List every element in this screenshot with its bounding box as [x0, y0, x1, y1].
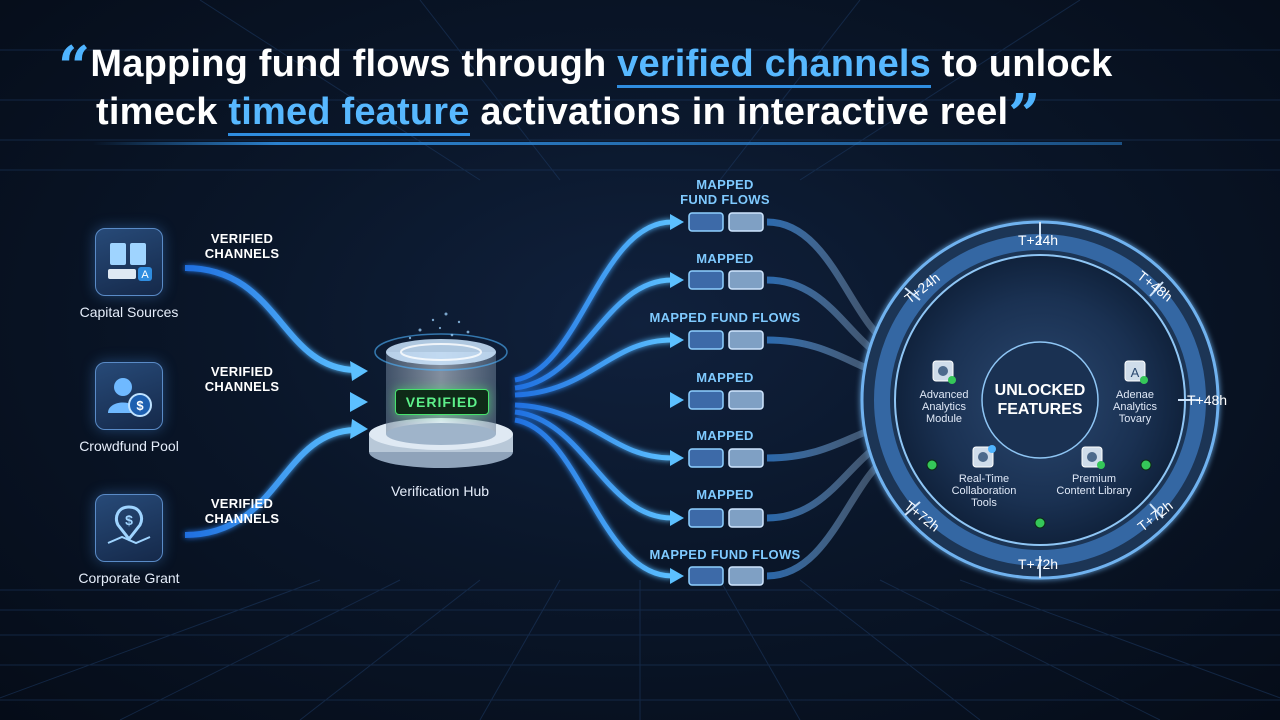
channel-label: VERIFIED CHANNELS	[187, 364, 297, 394]
center-title-line-2: FEATURES	[997, 401, 1083, 418]
time-label-right: T+48h	[1187, 392, 1228, 408]
flow-block-pair	[688, 212, 764, 232]
channel-label: VERIFIED CHANNELS	[187, 496, 297, 526]
user-dollar-icon: $	[95, 362, 163, 430]
channel-label-line-1: VERIFIED	[210, 496, 274, 511]
flow-block-pair	[688, 390, 764, 410]
headline-line-1: “Mapping fund flows through verified cha…	[58, 39, 1228, 95]
feature-line: Premium	[1071, 473, 1116, 485]
feature-line: Content Library	[1056, 485, 1132, 497]
flow-label-line-1: MAPPED	[696, 177, 754, 192]
feature-advanced-analytics: Advanced Analytics Module	[894, 389, 994, 425]
fund-flow-lines	[514, 219, 673, 579]
timed-features-wheel: A	[860, 220, 1220, 580]
flow-line-5	[514, 402, 673, 461]
unlocked-features-title: UNLOCKED FEATURES	[980, 381, 1100, 419]
flow-blocks	[688, 212, 764, 586]
channel-label-line-1: VERIFIED	[210, 231, 274, 246]
headline-line-2: timeck timed feature activations in inte…	[58, 87, 1228, 143]
flow-label: MAPPED	[696, 370, 754, 385]
time-label-bottom: T+72h	[1018, 556, 1059, 572]
feature-line: Tovary	[1118, 413, 1152, 425]
flow-label: MAPPED FUND FLOWS	[649, 547, 801, 562]
feature-line: Tools	[971, 497, 997, 509]
feature-line: Analytics	[921, 401, 967, 413]
feature-line: Collaboration	[951, 485, 1017, 497]
headline-text: Mapping fund flows through	[90, 43, 618, 85]
source-label: Corporate Grant	[78, 570, 180, 586]
flow-block-pair	[688, 566, 764, 586]
headline-text: timeck	[96, 91, 229, 133]
time-label-top: T+24h	[1018, 232, 1059, 248]
feature-line: Advanced	[919, 389, 969, 401]
svg-text:A: A	[1131, 365, 1140, 380]
flow-label: MAPPED FUND FLOWS	[649, 310, 801, 325]
flow-block-pair	[688, 448, 764, 468]
flow-line-1	[514, 219, 673, 383]
flow-label: MAPPED	[696, 251, 754, 266]
flow-label: MAPPED	[696, 487, 754, 502]
headline-underline	[92, 142, 1122, 145]
source-label: Crowdfund Pool	[79, 438, 179, 454]
headline: “Mapping fund flows through verified cha…	[58, 39, 1228, 143]
channel-arrows	[184, 265, 356, 538]
hub-label: Verification Hub	[390, 483, 490, 499]
flow-line-7	[514, 417, 673, 579]
book-icon: A	[95, 228, 163, 296]
headline-highlight: timed feature	[228, 91, 470, 136]
flow-label: MAPPED FUND FLOWS	[655, 177, 795, 207]
channel-label: VERIFIED CHANNELS	[187, 231, 297, 261]
headline-text: to unlock	[931, 43, 1113, 85]
verification-hub-cylinder	[369, 312, 513, 468]
svg-text:$: $	[125, 512, 133, 528]
dollar-pin-icon: $	[95, 494, 163, 562]
quote-open-icon: “	[58, 34, 91, 100]
headline-text: activations in interactive reel	[469, 91, 1009, 133]
flow-line-3	[514, 337, 673, 398]
flow-block-pair	[688, 508, 764, 528]
quote-close-icon: ”	[1008, 82, 1041, 148]
flow-line-2	[514, 277, 673, 391]
feature-line: Real-Time	[958, 473, 1010, 485]
check-dots	[926, 459, 1152, 529]
channel-label-line-1: VERIFIED	[210, 364, 274, 379]
flow-arrowheads	[670, 214, 684, 584]
feature-adenae-analytics: Adenae Analytics Tovary	[1085, 389, 1185, 425]
flow-label: MAPPED	[696, 428, 754, 443]
flow-block-pair	[688, 330, 764, 350]
flow-block-pair	[688, 270, 764, 290]
channel-arrow-bottom	[184, 427, 356, 538]
feature-line: Analytics	[1112, 401, 1158, 413]
channel-label-line-2: CHANNELS	[204, 246, 280, 261]
feature-line: Module	[925, 413, 963, 425]
flow-label-line-2: FUND FLOWS	[680, 192, 770, 207]
feature-icons: A	[932, 360, 1148, 469]
verified-badge: VERIFIED	[395, 389, 489, 415]
center-title-line-1: UNLOCKED	[994, 382, 1086, 399]
channel-label-line-2: CHANNELS	[204, 511, 280, 526]
channel-label-line-2: CHANNELS	[204, 379, 280, 394]
svg-text:$: $	[136, 398, 144, 413]
source-label: Capital Sources	[79, 304, 179, 320]
flow-line-6	[514, 409, 673, 521]
channel-arrow-top	[184, 265, 356, 373]
feature-line: Adenae	[1116, 389, 1154, 401]
channel-arrowheads	[350, 361, 368, 439]
feature-premium-content: Premium Content Library	[1044, 473, 1144, 497]
feature-real-time-collaboration: Real-Time Collaboration Tools	[934, 473, 1034, 509]
svg-text:A: A	[141, 269, 149, 281]
headline-highlight: verified channels	[617, 43, 932, 88]
